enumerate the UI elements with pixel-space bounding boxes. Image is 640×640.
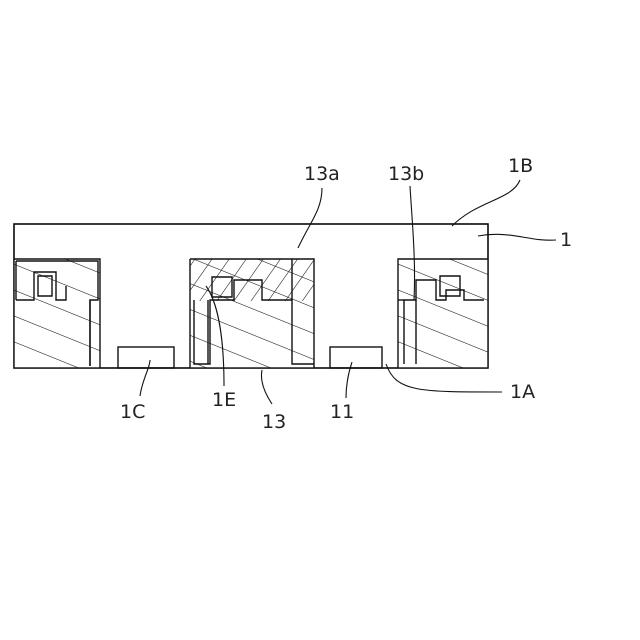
leader-13a xyxy=(298,188,322,248)
left-embedded-member xyxy=(14,259,100,368)
member-13 xyxy=(190,259,314,368)
pad-1C xyxy=(118,347,174,368)
label-13b: 13b xyxy=(388,163,424,185)
member-13b xyxy=(398,259,488,368)
label-1A: 1A xyxy=(510,381,535,403)
label-1E: 1E xyxy=(212,389,236,411)
leader-1 xyxy=(478,234,556,240)
label-1C: 1C xyxy=(120,401,145,423)
label-1B: 1B xyxy=(508,155,533,177)
label-13a: 13a xyxy=(304,163,340,185)
label-13: 13 xyxy=(262,411,286,433)
label-1: 1 xyxy=(560,229,572,251)
leader-13 xyxy=(261,370,272,404)
leader-1B xyxy=(452,180,520,226)
label-11: 11 xyxy=(330,401,354,423)
leader-1C xyxy=(140,360,150,396)
pad-11 xyxy=(330,347,382,368)
